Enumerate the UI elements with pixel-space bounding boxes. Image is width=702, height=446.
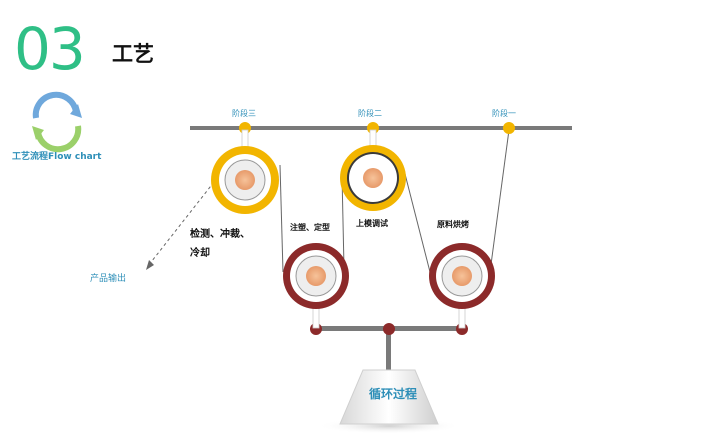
stage1-dot	[503, 122, 515, 134]
stage1-label: 阶段一	[492, 109, 516, 118]
top-rail	[190, 126, 572, 130]
belt	[147, 129, 510, 273]
step-injection: 注塑、定型	[290, 223, 330, 232]
stage3-label: 阶段三	[232, 109, 256, 118]
stage2-label: 阶段二	[358, 109, 382, 118]
output-arrow-icon	[146, 260, 154, 270]
cycle-process-label: 循环过程	[369, 387, 418, 401]
step-mold: 上模调试	[356, 219, 388, 228]
wheel-stage3	[211, 146, 279, 214]
product-output-label: 产品输出	[90, 274, 127, 284]
wheel-injection	[283, 243, 349, 309]
slide-title: 工艺	[112, 42, 154, 66]
cycle-icon	[32, 91, 82, 153]
wheel-stage2	[340, 145, 406, 211]
pedestal	[339, 369, 439, 425]
step-bake: 原料烘烤	[437, 220, 469, 229]
step-inspect-line2: 冷却	[190, 248, 210, 259]
cycle-caption: 工艺流程Flow chart	[12, 152, 102, 162]
wheel-bake	[429, 243, 495, 309]
slide-number: 03	[14, 15, 86, 83]
step-inspect-line1: 检测、冲裁、	[190, 229, 250, 240]
